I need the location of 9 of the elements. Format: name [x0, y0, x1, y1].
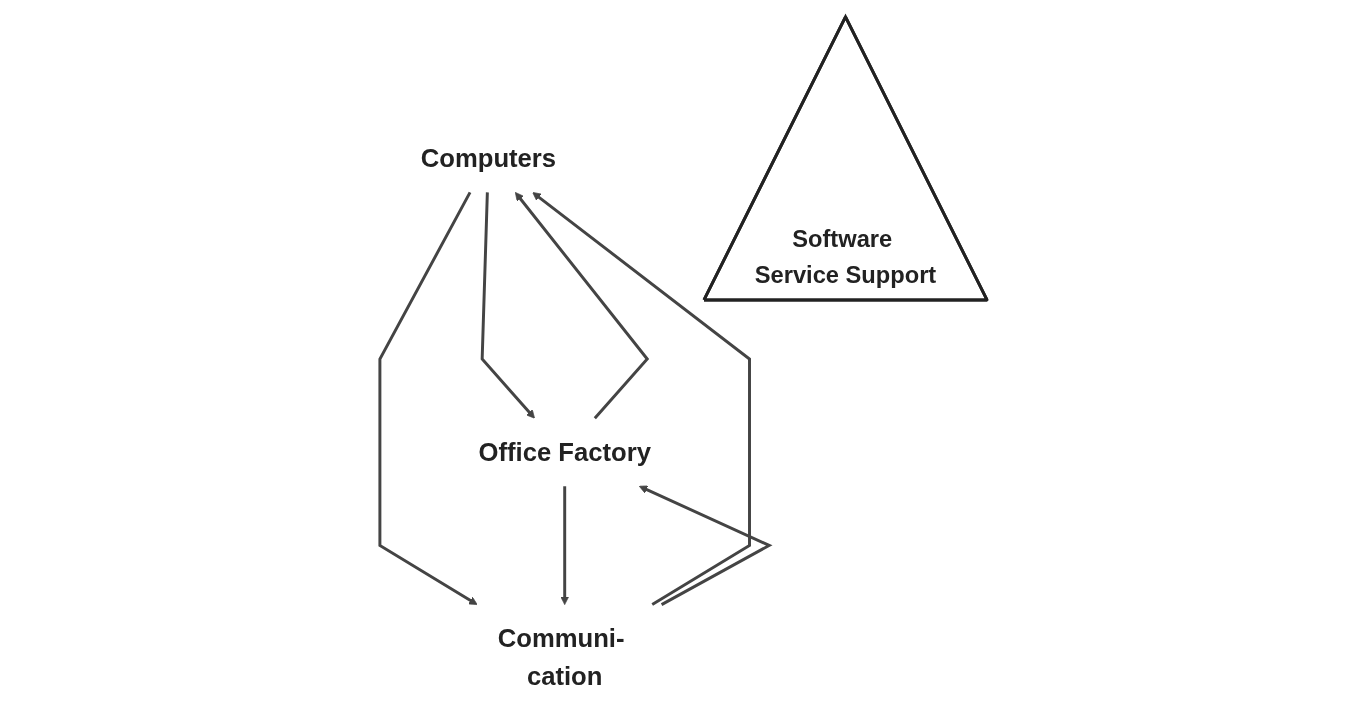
arrow — [532, 192, 752, 606]
node-text: Office Factory — [478, 436, 651, 467]
node-text: Computers — [420, 143, 557, 173]
node-text: Communi- cation — [497, 623, 625, 692]
arrow — [378, 191, 478, 605]
arrow — [515, 192, 650, 420]
arrow — [560, 486, 570, 605]
arrow — [639, 485, 773, 606]
arrow — [480, 192, 535, 419]
